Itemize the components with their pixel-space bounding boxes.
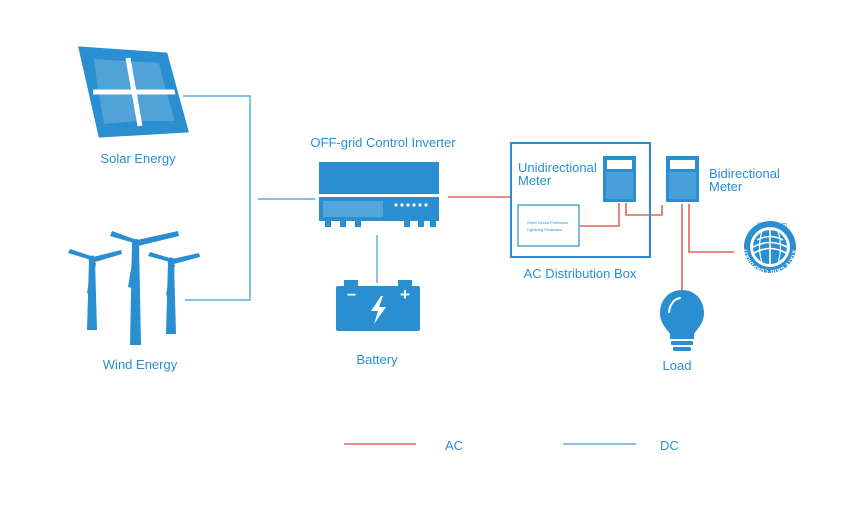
- inverter-label: OFF-grid Control Inverter: [310, 135, 456, 150]
- dc-wiring: [183, 95, 378, 301]
- ac-line-box-bimeter: [625, 203, 663, 216]
- ac-distribution-box: [510, 142, 651, 258]
- wind-turbine-icon: [68, 231, 200, 345]
- breaker-text-line2: Lightning Protection: [527, 227, 563, 232]
- lightbulb-icon: [660, 290, 704, 351]
- meter-icon: [666, 156, 699, 202]
- ac-wiring: [448, 196, 734, 292]
- bidirectional-meter-label-line1: Bidirectional: [709, 166, 780, 181]
- bidirectional-meter-label-line2: Meter: [709, 179, 743, 194]
- battery-minus-sign: −: [347, 287, 357, 304]
- unidirectional-meter-label-line2: Meter: [518, 173, 552, 188]
- battery-label: Battery: [356, 352, 398, 367]
- inverter-icon: [319, 162, 439, 227]
- distribution-box-label: AC Distribution Box: [523, 266, 637, 281]
- battery-plus-sign: +: [400, 285, 410, 304]
- state-grid-chinese-text: 国家电网公司: [756, 223, 787, 229]
- solar-energy-label: Solar Energy: [100, 151, 176, 166]
- ac-line-breaker-meter: [580, 203, 620, 227]
- ac-line-bimeter-grid: [688, 204, 734, 253]
- solar-panel-icon: [78, 46, 189, 138]
- load-label: Load: [662, 358, 692, 373]
- meter-icon: [603, 156, 636, 202]
- legend-dc-label: DC: [660, 438, 679, 453]
- battery-icon: [336, 280, 420, 331]
- wind-energy-label: Wind Energy: [102, 357, 178, 372]
- breaker-text-line1: Short Circuit Protection: [527, 220, 569, 225]
- unidirectional-meter-label-line1: Unidirectional: [518, 160, 597, 175]
- legend-ac-label: AC: [445, 438, 464, 453]
- breaker-box: [517, 204, 580, 247]
- dc-line-solar: [183, 95, 251, 301]
